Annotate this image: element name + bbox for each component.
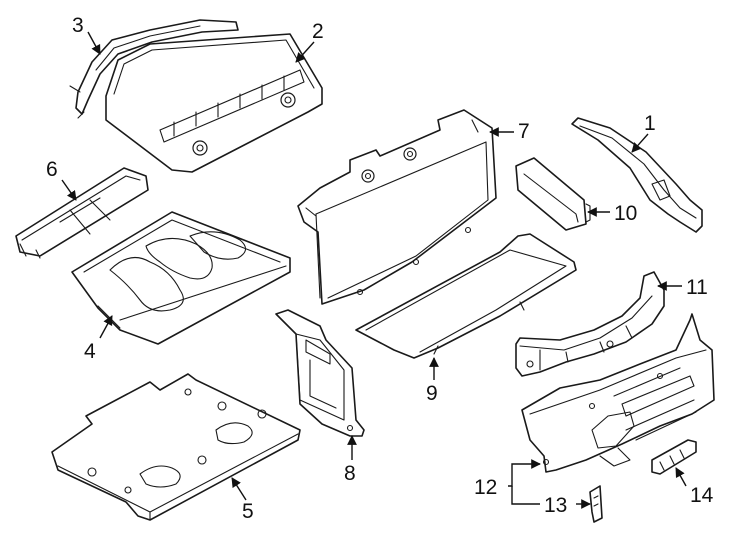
- callout-13: 13: [544, 494, 567, 517]
- callout-6: 6: [46, 158, 58, 181]
- callout-4: 4: [84, 340, 96, 363]
- callout-labels: 1 2 3 4 5 6 7 8 9 10 11 12 13 14: [46, 14, 714, 523]
- callout-14: 14: [690, 484, 714, 507]
- callout-1: 1: [644, 112, 656, 135]
- callout-11: 11: [686, 276, 708, 299]
- part-12-rear-body-panel: [521, 313, 715, 473]
- part-8-side-trim: [275, 309, 365, 437]
- part-2-package-tray: [105, 33, 323, 173]
- callout-7: 7: [518, 120, 530, 143]
- callout-10: 10: [614, 202, 637, 225]
- part-10-trim-panel: [515, 157, 591, 231]
- callout-2: 2: [312, 20, 324, 43]
- part-13-clip: [589, 485, 603, 523]
- part-14-bracket: [651, 439, 697, 475]
- callout-5: 5: [242, 500, 254, 523]
- callout-8: 8: [344, 462, 356, 485]
- callout-3: 3: [72, 14, 84, 37]
- leader-lines: [61, 31, 687, 509]
- part-4-floor-pan: [71, 211, 291, 345]
- part-5-trunk-floor-cover: [51, 373, 301, 521]
- part-6-floor-panel-front: [15, 167, 149, 259]
- part-9-trunk-mat: [355, 233, 577, 359]
- callout-9: 9: [426, 382, 438, 405]
- part-7-seat-back-panel: [297, 109, 497, 305]
- part-1-rear-trim: [571, 117, 703, 233]
- callout-12: 12: [474, 476, 497, 499]
- part-11-reinforcement: [515, 271, 665, 377]
- part-3-shelf-brace: [69, 19, 239, 119]
